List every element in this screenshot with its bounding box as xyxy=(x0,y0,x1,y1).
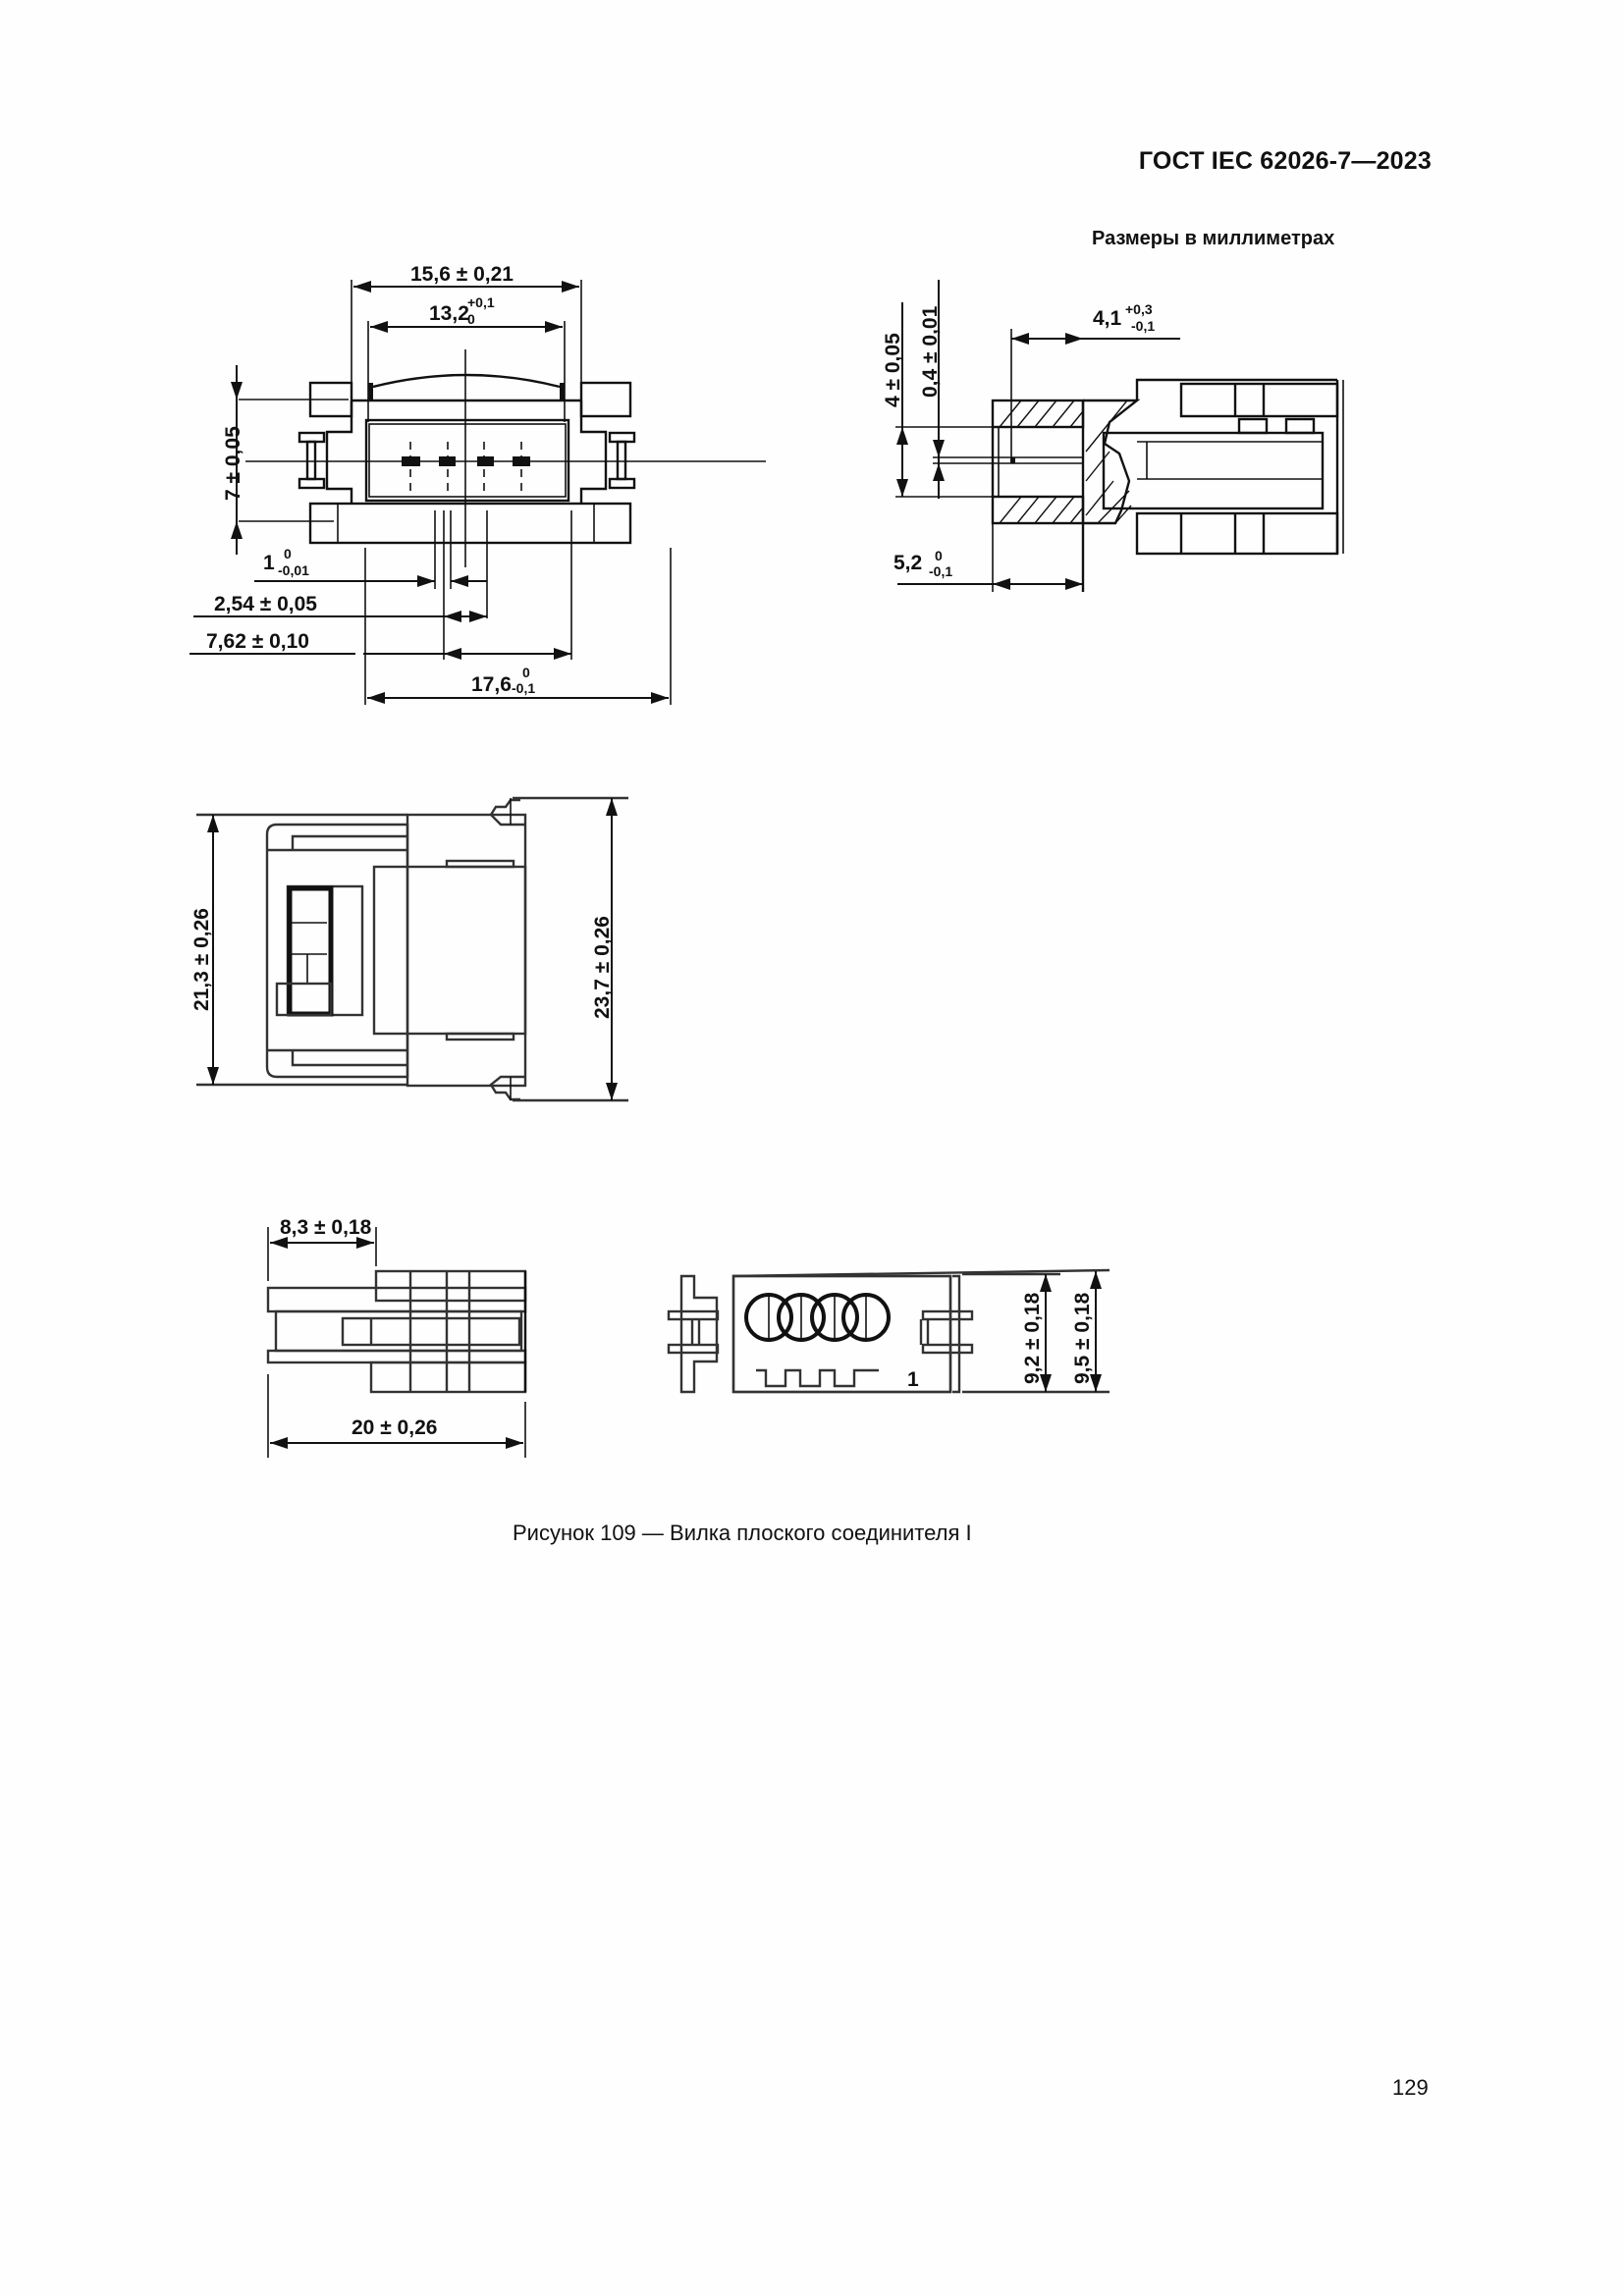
dim-body-width: 21,3 ± 0,26 xyxy=(190,908,213,1011)
dim-overall-height: 9,5 ± 0,18 xyxy=(1071,1292,1094,1384)
svg-text:0: 0 xyxy=(467,311,475,327)
dim-pin-pitch: 2,54 ± 0,05 xyxy=(214,593,317,615)
svg-text:-0,1: -0,1 xyxy=(929,563,952,579)
side-view: 8,3 ± 0,18 20 ± 0,26 xyxy=(266,1216,527,1458)
dim-body-height: 9,2 ± 0,18 xyxy=(1021,1292,1044,1384)
svg-text:+0,1: +0,1 xyxy=(467,294,495,310)
dim-overall-width-top: 23,7 ± 0,26 xyxy=(591,916,614,1019)
svg-text:0: 0 xyxy=(284,546,292,561)
figure-caption: Рисунок 109 — Вилка плоского соединителя… xyxy=(513,1521,972,1545)
dim-latch-length: 8,3 ± 0,18 xyxy=(280,1216,372,1239)
dim-inner-width: 13,2 xyxy=(429,302,469,325)
dim-overall-length: 20 ± 0,26 xyxy=(352,1416,437,1439)
dim-pin-length: 4,1 xyxy=(1093,307,1122,330)
dim-overall-width: 15,6 ± 0,21 xyxy=(410,263,514,286)
dim-height: 7 ± 0,05 xyxy=(222,426,244,501)
units-note: Размеры в миллиметрах xyxy=(1092,228,1335,249)
svg-text:-0,1: -0,1 xyxy=(512,680,535,696)
svg-text:-0,1: -0,1 xyxy=(1131,318,1155,334)
svg-text:-0,01: -0,01 xyxy=(278,562,309,578)
top-view: 21,3 ± 0,26 23,7 ± 0,26 xyxy=(190,796,628,1102)
svg-text:+0,3: +0,3 xyxy=(1125,301,1153,317)
dim-pin-width: 1 xyxy=(263,552,275,574)
dim-wall-depth: 5,2 xyxy=(893,552,922,574)
dim-pin-thickness: 0,4 ± 0,01 xyxy=(919,305,942,398)
section-view: 4 ± 0,05 0,4 ± 0,01 4,1 +0,3 -0,1 5,2 0 … xyxy=(882,280,1344,592)
page-number: 129 xyxy=(1392,2075,1429,2100)
dim-base-width: 17,6 xyxy=(471,673,512,696)
pin-one-label: 1 xyxy=(907,1368,919,1391)
svg-text:0: 0 xyxy=(522,665,530,680)
dim-opening-height: 4 ± 0,05 xyxy=(882,333,904,407)
dim-pin-span: 7,62 ± 0,10 xyxy=(206,630,309,653)
end-view: 1 9,2 ± 0,18 9,5 ± 0,18 xyxy=(667,1268,1110,1394)
svg-text:0: 0 xyxy=(935,548,943,563)
front-view: 15,6 ± 0,21 13,2 +0,1 0 xyxy=(189,263,766,705)
standard-header: ГОСТ IEC 62026-7—2023 xyxy=(1138,147,1432,175)
